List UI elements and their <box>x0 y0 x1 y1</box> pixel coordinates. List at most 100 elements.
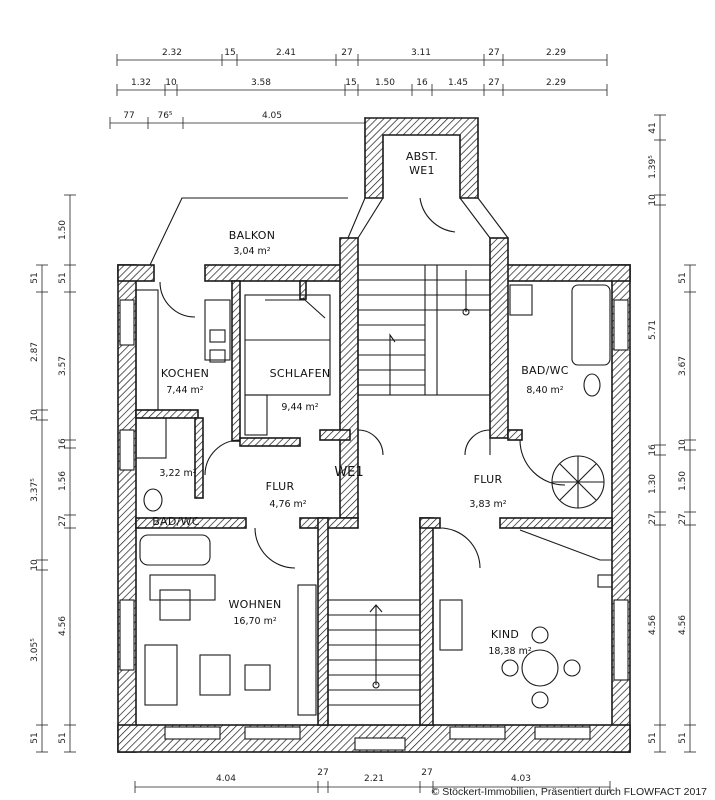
room-kochen-name: KOCHEN <box>161 367 209 380</box>
kitchen-chair-1 <box>209 329 226 343</box>
wall-kind-top-right <box>499 517 613 529</box>
stair-arrow-up <box>389 333 396 395</box>
dim-top2-0: 1.32 <box>131 78 151 88</box>
outer-wall-top-right <box>495 264 631 282</box>
wall-bedroom-bottom-right <box>319 429 351 441</box>
window-left-2 <box>119 429 135 471</box>
dim-left-outer-6: 51 <box>30 732 40 743</box>
dim-top1-5: 27 <box>488 48 499 58</box>
dim-left-outer-3: 3.37⁵ <box>30 478 40 502</box>
dim-top1-6: 2.29 <box>546 48 566 58</box>
dimension-labels-left-outer: 51 2.87 10 3.37⁵ 10 3.05⁵ 51 <box>30 272 40 743</box>
dim-bottom-2: 2.21 <box>364 774 384 784</box>
dim-right-outer-4: 27 <box>678 513 688 524</box>
stair-lower <box>327 599 421 726</box>
dimension-labels-bottom: 4.04 27 2.21 27 4.03 <box>216 768 531 784</box>
dim-right-inner-2: 10 <box>648 194 658 206</box>
dim-right-outer-1: 3.67 <box>678 356 688 376</box>
wall-kind-top-left <box>419 517 441 529</box>
bedroom-door <box>204 439 241 476</box>
bath-right-sink <box>509 284 533 316</box>
fixtures <box>135 197 613 716</box>
dimension-labels-top-row2: 1.32 10 3.58 15 1.50 16 1.45 27 2.29 <box>131 78 566 88</box>
dimension-labels-top-row3: 77 76⁵ 4.05 <box>123 111 282 121</box>
dim-right-inner-7: 4.56 <box>648 615 658 635</box>
window-bottom-4 <box>534 726 591 740</box>
we1-door-left <box>357 429 384 456</box>
window-right-1 <box>613 299 629 351</box>
room-balkon-name: BALKON <box>229 229 276 242</box>
dim-right-inner-3: 5.71 <box>648 320 658 340</box>
dim-top2-6: 1.45 <box>448 78 468 88</box>
window-bottom-3 <box>449 726 506 740</box>
bathtub-left <box>139 534 211 566</box>
room-kochen-area: 7,44 m² <box>166 385 203 396</box>
copyright-notice: © Stöckert-Immobilien, Präsentiert durch… <box>431 786 707 798</box>
room-abst-sub: WE1 <box>409 164 435 177</box>
kitchen-table <box>204 299 231 361</box>
dim-right-outer-0: 51 <box>678 272 688 283</box>
dim-bottom-3: 27 <box>421 768 432 778</box>
dim-top2-2: 3.58 <box>251 78 271 88</box>
dim-top1-1: 15 <box>224 48 235 58</box>
abst-diagonal-left <box>347 197 366 239</box>
wall-stair-kind <box>419 517 434 726</box>
dim-left-inner-3: 16 <box>58 438 68 450</box>
sofa <box>144 644 178 706</box>
balcony-outline <box>149 197 348 266</box>
wall-bath-right-bottom <box>507 429 523 441</box>
window-bottom-2 <box>244 726 301 740</box>
room-schlafen-area: 9,44 m² <box>281 402 318 413</box>
dim-left-outer-0: 51 <box>30 272 40 283</box>
window-right-2 <box>613 599 629 681</box>
wall-bedroom-niche <box>299 280 307 300</box>
abst-diagonal-right-inner <box>459 197 491 239</box>
dim-left-outer-5: 3.05⁵ <box>30 638 40 662</box>
dim-top1-3: 27 <box>341 48 352 58</box>
dim-top2-8: 2.29 <box>546 78 566 88</box>
dim-left-outer-2: 10 <box>30 409 40 421</box>
dim-right-outer-3: 1.50 <box>678 471 688 491</box>
dim-top2-3: 15 <box>345 78 356 88</box>
bath-right-toilet <box>583 373 601 397</box>
room-flur-right-area: 3,83 m² <box>469 499 506 510</box>
living-shelf <box>149 574 216 601</box>
dim-left-inner-7: 51 <box>58 732 68 743</box>
dim-right-inner-6: 27 <box>648 513 658 524</box>
outer-wall-top-mid <box>204 264 356 282</box>
dim-top3-1: 76⁵ <box>157 111 172 121</box>
room-bad-left-area: 3,22 m² <box>159 468 196 479</box>
room-kind-area: 18,38 m² <box>488 646 531 657</box>
dim-top2-1: 10 <box>165 78 177 88</box>
dim-bottom-0: 4.04 <box>216 774 236 784</box>
room-wohnen-area: 16,70 m² <box>233 616 276 627</box>
window-bottom-1 <box>164 726 221 740</box>
dimension-labels-top-row1: 2.32 15 2.41 27 3.11 27 2.29 <box>162 48 566 58</box>
dim-left-inner-2: 3.57 <box>58 356 68 376</box>
bath-right-door <box>519 439 566 486</box>
coffee-table <box>199 654 231 696</box>
wall-bath-flur <box>194 417 204 499</box>
walls <box>117 117 631 753</box>
room-schlafen-name: SCHLAFEN <box>270 367 331 380</box>
we1-door-right <box>464 429 491 456</box>
dim-bottom-4: 4.03 <box>511 774 531 784</box>
dimension-labels-left-inner: 1.50 51 3.57 16 1.56 27 4.56 51 <box>58 220 68 744</box>
dim-left-inner-6: 4.56 <box>58 616 68 636</box>
dim-left-inner-5: 27 <box>58 515 68 526</box>
dimension-labels-right-outer: 51 3.67 10 1.50 27 4.56 51 <box>678 272 688 743</box>
dim-left-outer-4: 10 <box>30 559 40 571</box>
dim-right-inner-4: 16 <box>648 444 658 456</box>
dim-right-outer-5: 4.56 <box>678 615 688 635</box>
wohnen-door <box>254 527 296 569</box>
kind-nightstand <box>597 574 613 588</box>
bedroom-wardrobe <box>244 394 268 436</box>
abst-diagonal-left-inner <box>357 197 384 239</box>
dim-top2-4: 1.50 <box>375 78 395 88</box>
abst-door <box>419 197 456 233</box>
room-bad-left-name: BAD/WC <box>152 515 200 528</box>
bath-left-shower <box>135 417 167 459</box>
living-cabinet <box>297 584 317 716</box>
dim-left-outer-1: 2.87 <box>30 342 40 362</box>
